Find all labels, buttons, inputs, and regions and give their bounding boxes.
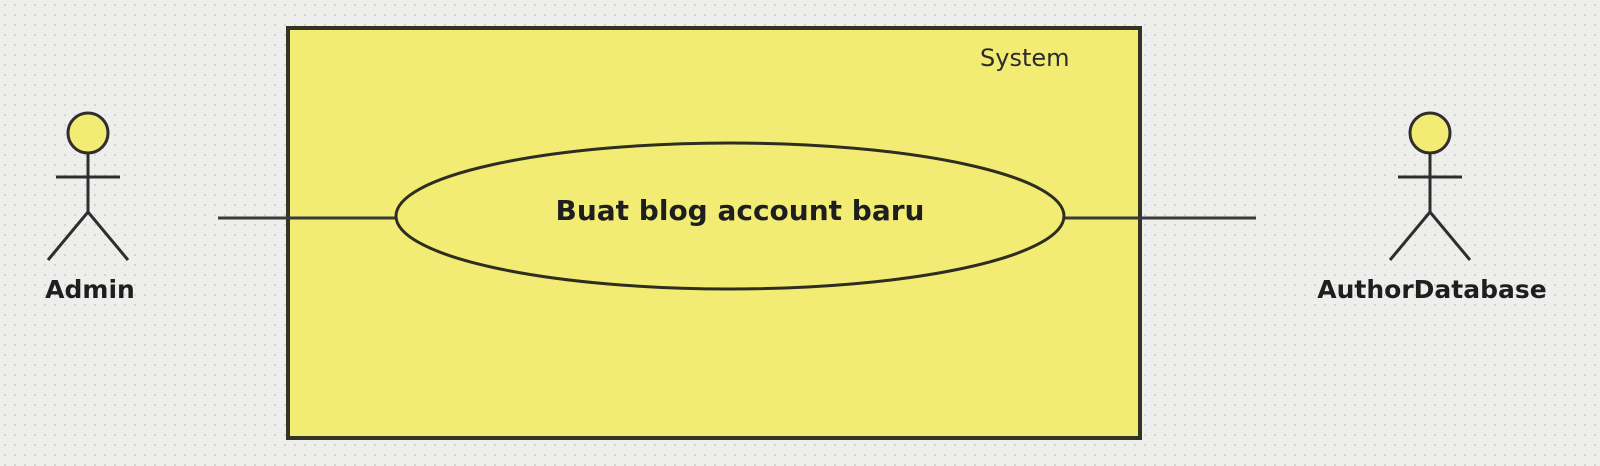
actor-admin-icon[interactable] — [46, 111, 130, 261]
actor-admin-right-leg — [86, 211, 130, 261]
actor-admin-label: Admin — [45, 275, 135, 304]
actor-authordatabase-left-leg — [1388, 211, 1432, 261]
actor-authordatabase-right-leg — [1428, 211, 1472, 261]
use-case-label: Buat blog account baru — [555, 194, 925, 227]
use-case-ellipse[interactable] — [394, 141, 1066, 291]
actor-authordatabase-head — [1408, 111, 1452, 155]
system-label: System — [980, 44, 1070, 72]
actor-admin-head — [66, 111, 110, 155]
actor-admin-left-leg — [46, 211, 90, 261]
actor-authordatabase-icon[interactable] — [1388, 111, 1472, 261]
actor-authordatabase-label: AuthorDatabase — [1317, 275, 1547, 304]
